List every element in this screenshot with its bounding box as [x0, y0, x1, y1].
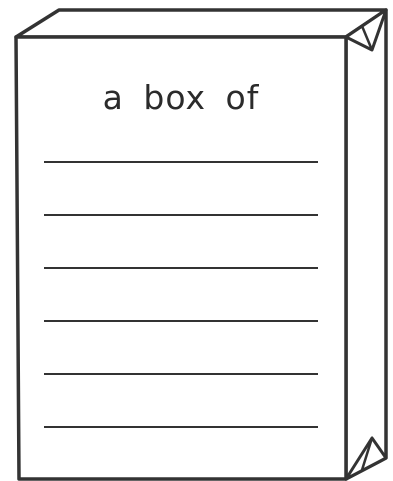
box-side-face — [346, 10, 386, 479]
writing-line — [44, 320, 318, 322]
box-top-face — [16, 10, 386, 37]
writing-line — [44, 426, 318, 428]
box-label: a box of — [16, 72, 346, 124]
writing-line — [44, 214, 318, 216]
writing-line — [44, 161, 318, 163]
writing-line — [44, 373, 318, 375]
writing-line — [44, 267, 318, 269]
